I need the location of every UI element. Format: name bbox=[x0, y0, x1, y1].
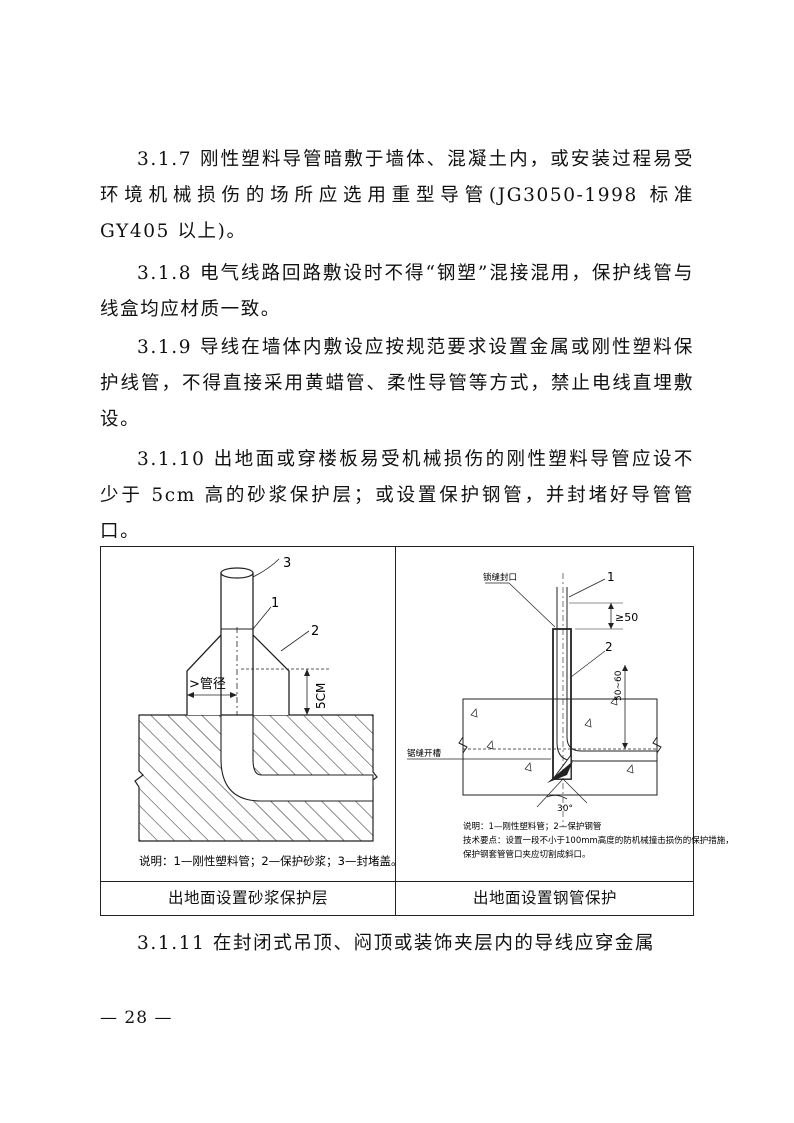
caption-steel-pipe-protection: 出地面设置钢管保护 bbox=[472, 889, 617, 907]
table-divider-horizontal bbox=[101, 881, 693, 882]
buried-pipe bbox=[220, 714, 374, 802]
page-number: — 28 — bbox=[100, 1008, 173, 1028]
note-line-1: 说明：1—刚性塑料管；2—保护钢管 bbox=[463, 821, 601, 832]
paragraph-3-1-11: 3.1.11 在封闭式吊顶、闷顶或装饰夹层内的导线应穿金属 bbox=[137, 933, 656, 954]
mortar-protection-figure: 3 1 2 >管径 5CM 说明：1—刚性塑料管；2—保护砂浆；3—封堵盖。 bbox=[134, 556, 402, 868]
label-3: 3 bbox=[283, 556, 291, 571]
paragraph-3-1-7: 3.1.7 刚性塑料导管暗敷于墙体、混凝土内，或安装过程易受环境机械损伤的场所应… bbox=[100, 149, 694, 242]
paragraph-3-1-10: 3.1.10 出地面或穿楼板易受机械损伤的刚性塑料导管应设不少于 5cm 高的砂… bbox=[100, 449, 694, 542]
figure-table: 3 1 2 >管径 5CM 说明：1—刚性塑料管；2—保护砂浆；3—封堵盖。 bbox=[100, 546, 734, 916]
dim-50-60: 50~60 bbox=[614, 670, 624, 701]
angle-label: 30° bbox=[557, 804, 573, 814]
note-line-2: 技术要点：设置一段不小于100mm高度的防机械撞击损伤的保护措施， bbox=[463, 835, 734, 846]
gap-label: 锯缝开槽 bbox=[407, 748, 442, 759]
label-2: 2 bbox=[605, 640, 613, 654]
note-line-3: 保护钢套管管口夹应切割成斜口。 bbox=[463, 849, 591, 860]
table-divider-vertical bbox=[395, 547, 396, 915]
steel-pipe-protection-figure: 锁缝封口 1 2 ≥50 50~60 锯缝开槽 30° 说明：1—刚性塑料管；2… bbox=[407, 570, 734, 860]
paragraph-3-1-9: 3.1.9 导线在墙体内敷设应按规范要求设置金属或刚性塑料保护线管，不得直接采用… bbox=[100, 337, 694, 430]
label-1: 1 bbox=[607, 570, 615, 584]
pipe-diameter-dim: >管径 bbox=[189, 677, 226, 692]
label-2: 2 bbox=[311, 624, 319, 639]
height-dim: 5CM bbox=[314, 683, 328, 709]
dim-50: ≥50 bbox=[615, 611, 638, 624]
paragraph-3-1-8: 3.1.8 电气线路回路敷设时不得“钢塑”混接混用，保护线管与线盒均应材质一致。 bbox=[100, 263, 694, 320]
caption-mortar-protection: 出地面设置砂浆保护层 bbox=[167, 889, 328, 907]
figure-note: 说明：1—刚性塑料管；2—保护砂浆；3—封堵盖。 bbox=[139, 854, 402, 868]
seal-cap bbox=[220, 567, 254, 579]
seal-label: 锁缝封口 bbox=[483, 572, 517, 583]
label-1: 1 bbox=[271, 596, 279, 611]
